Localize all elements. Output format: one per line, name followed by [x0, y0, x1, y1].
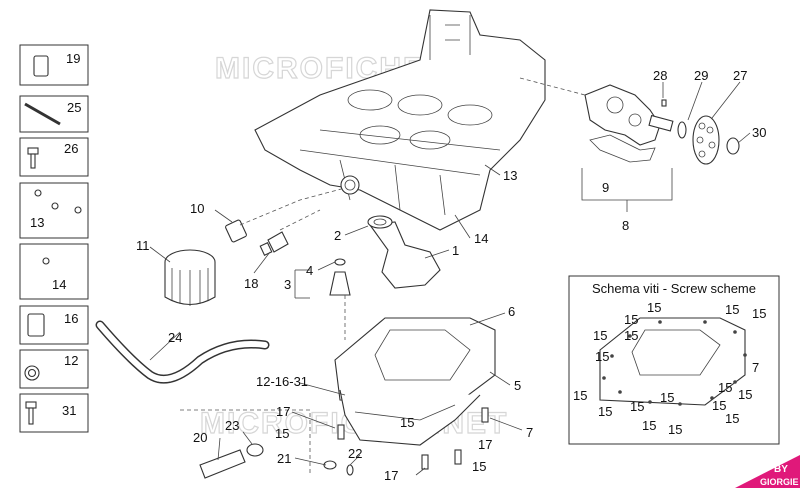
callout-17c: 17 — [384, 468, 398, 483]
callout-28: 28 — [653, 68, 667, 83]
svg-text:15: 15 — [642, 418, 656, 433]
callout-21: 21 — [277, 451, 291, 466]
svg-text:25: 25 — [67, 100, 81, 115]
svg-text:15: 15 — [712, 398, 726, 413]
svg-text:19: 19 — [66, 51, 80, 66]
callout-17a: 17 — [276, 404, 290, 419]
callout-9: 9 — [602, 180, 609, 195]
side-box-13: 13 — [19, 182, 89, 239]
callout-30: 30 — [752, 125, 766, 140]
giorgie-logo: BY GIORGIE — [735, 455, 800, 488]
callout-1: 1 — [452, 243, 459, 258]
oil-pipe-24 — [95, 320, 270, 384]
svg-text:31: 31 — [62, 403, 76, 418]
svg-text:GIORGIE: GIORGIE — [760, 477, 799, 487]
callout-27: 27 — [733, 68, 747, 83]
svg-text:7: 7 — [752, 360, 759, 375]
callout-8: 8 — [622, 218, 629, 233]
callout-2: 2 — [334, 228, 341, 243]
svg-text:15: 15 — [593, 328, 607, 343]
callout-24: 24 — [168, 330, 182, 345]
sensor-18 — [259, 231, 289, 256]
callout-14: 14 — [474, 231, 488, 246]
callout-6: 6 — [508, 304, 515, 319]
side-box-16: 16 — [19, 305, 89, 345]
svg-text:16: 16 — [64, 311, 78, 326]
svg-text:15: 15 — [738, 387, 752, 402]
screw-scheme-title: Schema viti - Screw scheme — [592, 281, 756, 296]
callout-11: 11 — [136, 238, 150, 253]
side-box-26: 26 — [19, 137, 89, 177]
callout-4: 4 — [306, 263, 313, 278]
union-fitting-10 — [225, 219, 247, 243]
callout-10: 10 — [190, 201, 204, 216]
svg-text:15: 15 — [624, 312, 638, 327]
callout-17b: 17 — [478, 437, 492, 452]
callout-29: 29 — [694, 68, 708, 83]
screw-icon — [42, 257, 50, 265]
svg-text:12: 12 — [64, 353, 78, 368]
side-box-12: 12 — [19, 349, 89, 389]
pickup-strainer — [367, 215, 441, 289]
svg-text:15: 15 — [647, 300, 661, 315]
callout-13: 13 — [503, 168, 517, 183]
callout-15c: 15 — [472, 459, 486, 474]
svg-text:15: 15 — [573, 388, 587, 403]
callout-3: 3 — [284, 277, 291, 292]
svg-text:15: 15 — [624, 328, 638, 343]
callout-5: 5 — [514, 378, 521, 393]
small-screws-icon — [34, 189, 82, 214]
oil-pump — [519, 77, 740, 212]
svg-text:BY: BY — [774, 464, 788, 475]
svg-text:15: 15 — [598, 404, 612, 419]
svg-text:15: 15 — [668, 422, 682, 437]
side-box-19: 19 — [19, 44, 89, 86]
callout-7: 7 — [526, 425, 533, 440]
callout-18: 18 — [244, 276, 258, 291]
bolt-icon — [27, 147, 39, 155]
bolt-icon — [25, 401, 37, 409]
screw-scheme-panel: Schema viti - Screw scheme 15 15 15 15 1… — [568, 275, 780, 445]
drain-plug-20 — [199, 443, 354, 479]
callout-22: 22 — [348, 446, 362, 461]
svg-text:15: 15 — [725, 302, 739, 317]
side-box-31: 31 — [19, 393, 89, 433]
svg-text:15: 15 — [725, 411, 739, 426]
side-box-25: 25 — [19, 95, 89, 133]
sleeve-icon — [27, 313, 45, 337]
svg-text:13: 13 — [30, 215, 44, 230]
svg-text:15: 15 — [660, 390, 674, 405]
svg-text:26: 26 — [64, 141, 78, 156]
oil-filter — [164, 249, 216, 306]
svg-text:15: 15 — [630, 399, 644, 414]
svg-text:15: 15 — [595, 349, 609, 364]
plug-icon — [33, 55, 49, 77]
callout-23: 23 — [225, 418, 239, 433]
crankcase — [254, 9, 546, 231]
svg-text:15: 15 — [718, 380, 732, 395]
pressure-valve — [329, 258, 351, 296]
callout-12-16-31: 12-16-31 — [256, 374, 308, 389]
oil-sump — [334, 317, 496, 470]
svg-text:14: 14 — [52, 277, 66, 292]
callout-20: 20 — [193, 430, 207, 445]
callout-15b: 15 — [400, 415, 414, 430]
callouts: 1 2 3 4 5 6 7 8 9 10 11 12-16-31 13 14 1… — [136, 68, 766, 483]
svg-text:15: 15 — [752, 306, 766, 321]
callout-15a: 15 — [275, 426, 289, 441]
long-bolt-icon — [24, 102, 61, 126]
leader-lines — [149, 81, 751, 476]
side-box-14: 14 — [19, 243, 89, 300]
